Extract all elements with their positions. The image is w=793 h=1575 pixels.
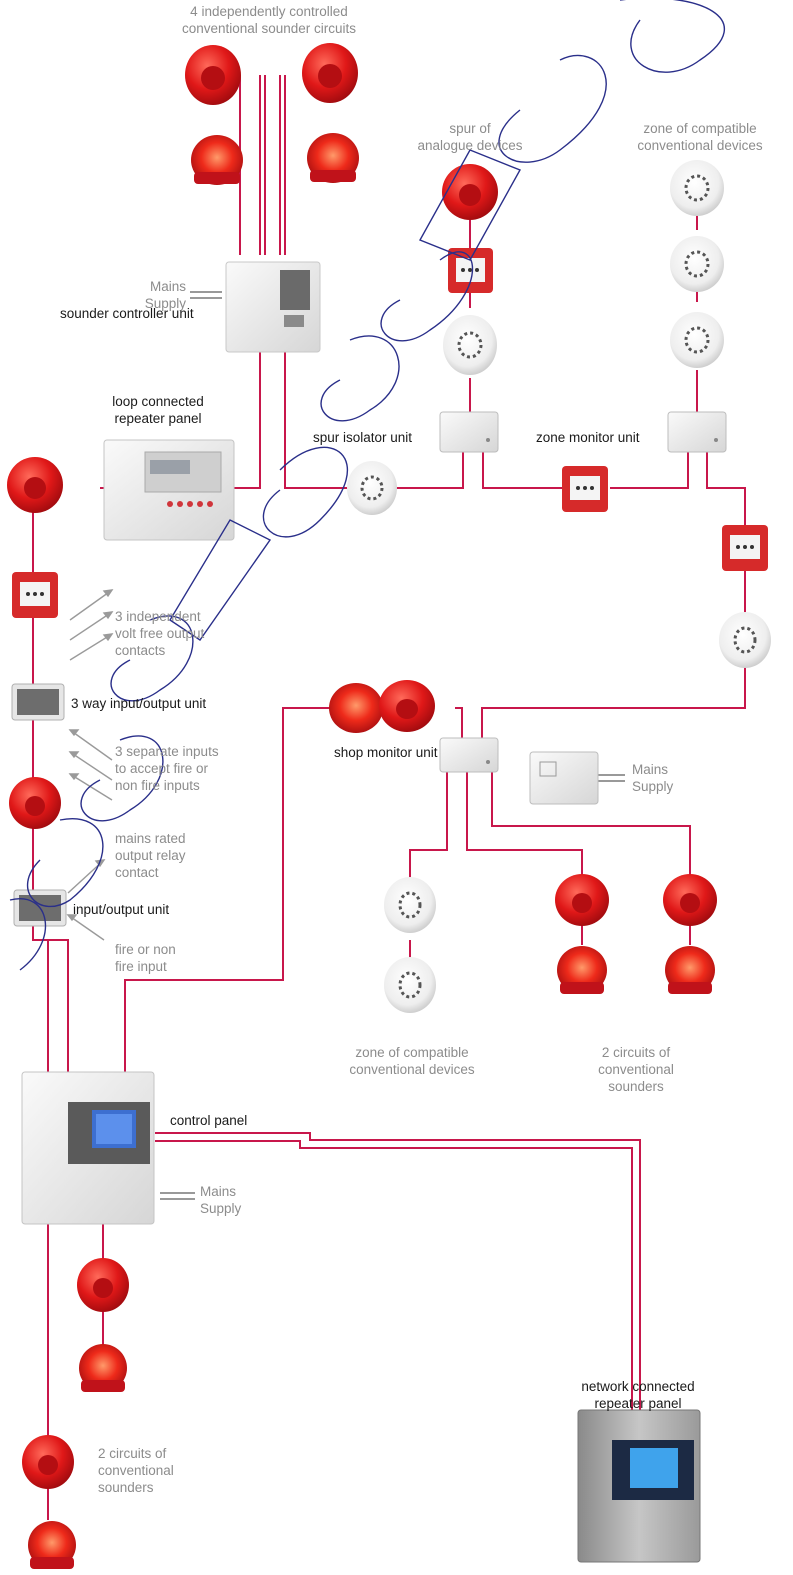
label-line: mains rated — [115, 831, 186, 846]
beacon-icon — [191, 135, 243, 185]
label-line: sounders — [608, 1079, 664, 1094]
label-line: Mains — [200, 1184, 237, 1199]
zone-bottom-label: zone of compatible conventional devices — [349, 1044, 474, 1078]
label-line: contacts — [115, 643, 166, 658]
mains-supply-label: Mains Supply — [200, 1183, 241, 1217]
spur-isolator-label: spur isolator unit — [313, 430, 413, 445]
sounder-icon — [22, 1435, 74, 1489]
label-line: repeater panel — [114, 411, 202, 426]
sounder-icon — [185, 45, 241, 105]
smoke-detector-icon — [670, 160, 724, 216]
control-panel-icon — [21, 1071, 155, 1225]
signal-arrows — [66, 589, 114, 941]
sounder-icon — [555, 874, 609, 926]
sounder-icon — [9, 777, 61, 829]
network-repeater-panel-icon — [577, 1409, 701, 1563]
label-line: 3 independent — [115, 609, 201, 624]
beacon-icon — [79, 1344, 127, 1392]
label-line: Supply — [200, 1201, 242, 1216]
label-line: conventional devices — [349, 1062, 475, 1077]
loop-repeater-panel-icon — [103, 439, 235, 541]
label-line: fire input — [115, 959, 167, 974]
sounder-icon — [302, 43, 358, 103]
mains-relay-label: mains rated output relay contact — [115, 830, 186, 881]
smoke-detector-icon — [384, 957, 436, 1013]
sounder-icon — [77, 1258, 129, 1312]
loop-repeater-label: loop connected repeater panel — [112, 393, 204, 427]
label-line: zone of compatible — [643, 121, 757, 136]
label-line: zone of compatible — [355, 1045, 469, 1060]
call-point-icon — [722, 525, 768, 571]
call-point-icon — [562, 466, 608, 512]
label-line: 3 separate inputs — [115, 744, 219, 759]
label-line: conventional — [598, 1062, 674, 1077]
beacon-icon — [329, 683, 383, 733]
label-line: sounders — [98, 1480, 154, 1495]
call-point-icon — [12, 572, 58, 618]
smoke-detector-icon — [384, 877, 436, 933]
mains-supply-label: Mains Supply — [140, 278, 186, 312]
label-line: network connected — [581, 1379, 695, 1394]
label-line: conventional devices — [637, 138, 763, 153]
label-line: Mains — [149, 279, 186, 294]
zone-top-label: zone of compatible conventional devices — [637, 120, 762, 154]
label-line: conventional — [98, 1463, 174, 1478]
label-line: Supply — [144, 296, 186, 311]
spur-analogue-label: spur of analogue devices — [417, 120, 522, 154]
sounder-icon — [442, 164, 498, 220]
shop-monitor-unit-icon — [439, 737, 499, 773]
two-circuits-left-label: 2 circuits of conventional sounders — [98, 1445, 174, 1496]
label-line: non fire inputs — [115, 778, 200, 793]
label-line: conventional sounder circuits — [181, 21, 357, 36]
label-line: loop connected — [112, 394, 204, 409]
smoke-detector-icon — [670, 236, 724, 292]
sounder-controller-unit-icon — [225, 261, 321, 353]
label-line: contact — [115, 865, 159, 880]
sounder-circuits-label: 4 independently controlled conventional … — [182, 3, 356, 37]
two-circuits-right-label: 2 circuits of conventional sounders — [598, 1044, 674, 1095]
smoke-detector-icon — [670, 312, 724, 368]
separate-inputs-label: 3 separate inputs to accept fire or non … — [115, 743, 219, 794]
beacon-icon — [307, 133, 359, 183]
label-line: volt free output — [115, 626, 205, 641]
label-line: output relay — [115, 848, 186, 863]
fire-input-label: fire or non fire input — [115, 941, 176, 975]
smoke-detector-icon — [719, 612, 771, 668]
sounder-icon — [663, 874, 717, 926]
beacon-icon — [665, 946, 715, 994]
watermark-lettering — [9, 0, 725, 971]
label-line: Supply — [632, 779, 674, 794]
label-line: 4 independently controlled — [190, 4, 348, 19]
label-line: 2 circuits of — [601, 1045, 671, 1060]
shop-monitor-label: shop monitor unit — [334, 745, 438, 760]
sounder-controller-label: sounder controller unit — [60, 306, 194, 321]
network-repeater-real-label: network connected repeater panel — [581, 1378, 694, 1412]
control-panel-label: control panel — [170, 1113, 248, 1128]
call-point-icon — [448, 248, 493, 293]
volt-free-label: 3 independent volt free output contacts — [115, 608, 204, 659]
mains-links — [160, 291, 625, 1200]
label-line: repeater panel — [594, 1396, 682, 1411]
zone-monitor-unit-icon — [667, 411, 727, 453]
smoke-detector-icon — [347, 461, 397, 515]
zone-monitor-label: zone monitor unit — [536, 430, 640, 445]
label-line: analogue devices — [417, 138, 523, 153]
io-unit-label: input/output unit — [73, 902, 170, 917]
label-line: to accept fire or — [115, 761, 209, 776]
smoke-detector-icon — [443, 315, 497, 375]
label-line: Mains — [632, 762, 669, 777]
three-way-io-unit-icon — [11, 683, 65, 721]
label-line: spur of — [449, 121, 491, 136]
beacon-icon — [557, 946, 607, 994]
label-line: fire or non — [115, 942, 176, 957]
sounder-icon — [379, 680, 435, 732]
sounder-icon — [7, 457, 63, 513]
spur-isolator-unit-icon — [439, 411, 499, 453]
beacon-icon — [28, 1521, 76, 1569]
power-supply-unit-icon — [529, 751, 599, 805]
label-line: 2 circuits of — [98, 1446, 167, 1461]
mains-supply-label: Mains Supply — [632, 761, 673, 795]
three-way-io-label: 3 way input/output unit — [71, 696, 207, 711]
